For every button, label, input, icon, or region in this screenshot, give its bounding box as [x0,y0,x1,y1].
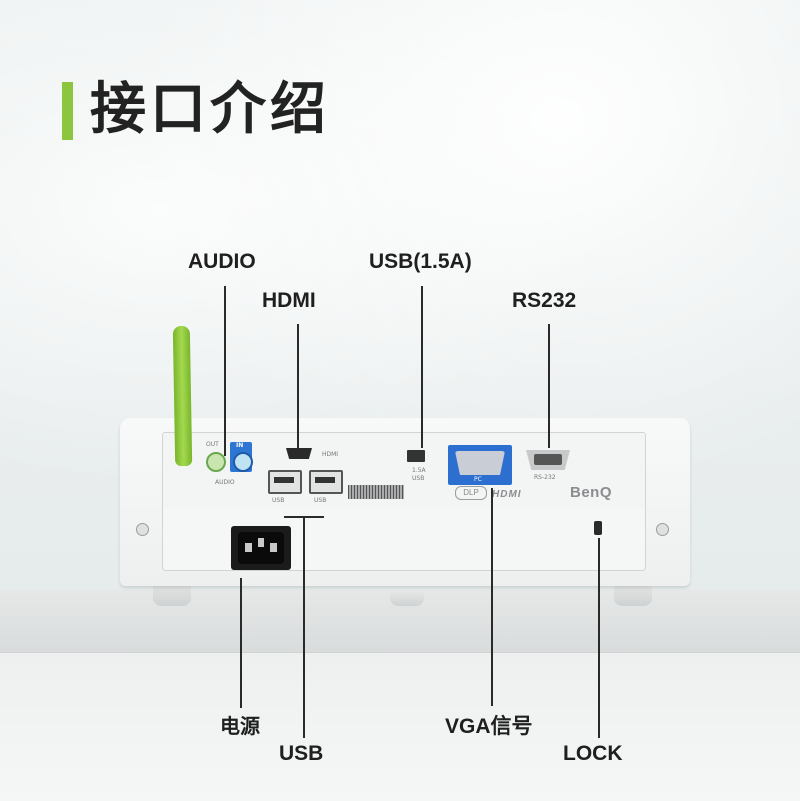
lock-slot[interactable] [594,521,602,535]
usb-port-left[interactable] [268,470,302,494]
lock-callout-line [598,538,600,738]
table-front [0,652,800,801]
audio-in-jack[interactable] [233,452,253,472]
usb-right-label: USB [314,497,327,504]
callout-hdmi: HDMI [262,289,316,312]
usb-1-5a-port[interactable] [407,450,425,462]
usb15a-callout-line [421,286,423,448]
projector-foot-center [390,592,424,606]
callout-power: 电源 [220,716,260,738]
usb-left-label: USB [272,497,285,504]
callout-vga: VGA信号 [445,715,533,738]
projector-foot-right [614,584,652,606]
usb-rating-label: 1.5A [412,467,426,474]
dlp-logo: DLP [455,486,487,500]
callout-usb: USB [279,742,324,765]
power-pin [258,538,264,547]
hdmi-logo: HDMI [492,489,522,500]
callout-rs232: RS232 [512,289,577,312]
audio-panel-label: AUDIO [215,479,235,486]
pc-label: PC [474,476,482,483]
usb-small-label: USB [412,475,425,482]
usb-callout-line [303,516,305,738]
audio-callout-line [224,286,226,456]
power-callout-line [240,578,242,708]
audio-out-jack[interactable] [206,452,226,472]
brand-logo: BenQ [570,484,613,501]
rs232-panel-label: RS-232 [534,474,556,481]
serial-sticker [348,485,404,499]
screw-icon [656,523,669,536]
wifi-antenna [172,325,193,467]
power-pin [270,543,277,552]
vga-callout-line [491,488,493,706]
screw-icon [136,523,149,536]
hdmi-port[interactable] [286,448,312,459]
callout-usb-1-5a: USB(1.5A) [369,250,472,273]
audio-in-label: IN [236,442,244,449]
hdmi-panel-label: HDMI [322,451,339,458]
rs232-pins [534,454,562,465]
rs232-callout-line [548,324,550,448]
callout-lock: LOCK [563,742,623,765]
power-pin [245,543,252,552]
callout-audio: AUDIO [188,250,256,273]
audio-out-label: OUT [206,441,219,448]
page-title: 接口介绍 [90,77,330,142]
usb-port-right[interactable] [309,470,343,494]
title-accent-bar [62,82,73,140]
projector-foot-left [153,584,191,606]
hdmi-callout-line [297,324,299,448]
vga-port[interactable] [455,451,505,475]
